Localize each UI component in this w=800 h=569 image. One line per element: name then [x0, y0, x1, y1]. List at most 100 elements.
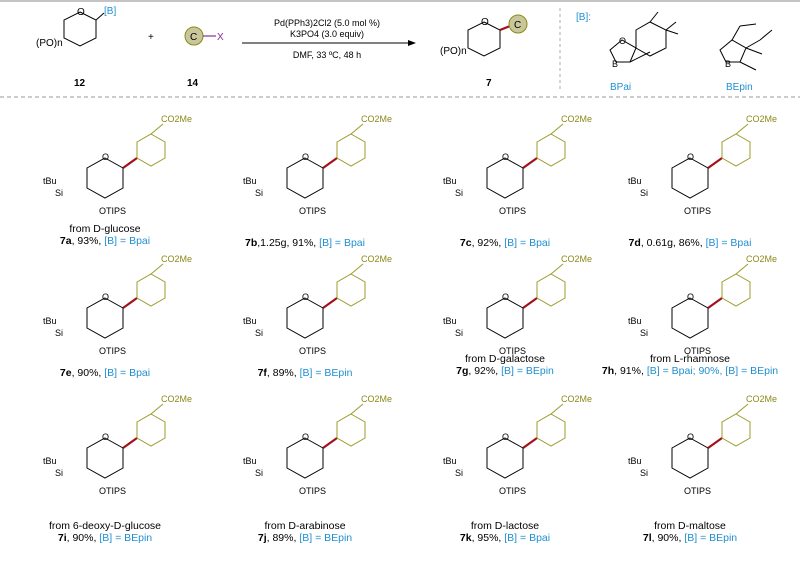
otips-group: OTIPS: [99, 206, 126, 216]
otips-group: OTIPS: [499, 346, 526, 356]
yield-line: 7e, 90%, [B] = Bpai: [15, 367, 195, 379]
yield-line: 7l, 90%, [B] = BEpin: [600, 532, 780, 544]
yield-line: 7c, 92%, [B] = Bpai: [415, 237, 595, 249]
tbu-group: tBu: [443, 456, 457, 466]
compound-number: 7l: [642, 532, 652, 544]
tbu-group: tBu: [243, 456, 257, 466]
compound-number: 7a: [59, 235, 72, 247]
source-sugar: from D-glucose: [69, 223, 141, 235]
source-sugar: from D-lactose: [470, 520, 540, 532]
ring-oxygen: O: [102, 152, 109, 162]
yield-text: , 95%,: [471, 532, 505, 544]
yield-line: 7i, 90%, [B] = BEpin: [15, 532, 195, 544]
boron-reagent-note: [B] = Bpai; 90%, [B] = BEpin: [646, 365, 779, 377]
boron-o-1: O: [619, 36, 626, 46]
tbu-group: tBu: [628, 316, 642, 326]
si-atom: Si: [455, 328, 463, 338]
ring-oxygen: O: [302, 432, 309, 442]
co2me-group: CO2Me: [361, 254, 392, 264]
otips-group: OTIPS: [499, 206, 526, 216]
co2me-group: CO2Me: [746, 114, 777, 124]
boron-reagent-note: [B] = Bpai: [504, 237, 551, 249]
boron-b-2: B: [725, 59, 731, 69]
boron-reagent-note: [B] = Bpai: [104, 367, 151, 379]
boron-tag: [B]: [104, 6, 116, 17]
compound-number: 7i: [57, 532, 67, 544]
yield-line: 7f, 89%, [B] = BEpin: [215, 367, 395, 379]
conditions-solvent: DMF, 33 ºC, 48 h: [293, 50, 361, 60]
yield-text: , 90%,: [651, 532, 685, 544]
co2me-group: CO2Me: [161, 394, 192, 404]
tbu-group: tBu: [43, 316, 57, 326]
boron-legend: [B]: O B BPai B BEpin: [576, 11, 773, 93]
otips-group: OTIPS: [99, 486, 126, 496]
yield-line: 7d, 0.61g, 86%, [B] = Bpai: [600, 237, 780, 249]
ring-oxygen: O: [302, 292, 309, 302]
tbu-group: tBu: [443, 176, 457, 186]
ring-oxygen: O: [502, 292, 509, 302]
plus-sign: +: [148, 32, 154, 43]
otips-group: OTIPS: [684, 206, 711, 216]
caption-7c: 7c, 92%, [B] = Bpai: [415, 237, 595, 249]
si-atom: Si: [55, 328, 63, 338]
compound-number: 7e: [59, 367, 72, 379]
yield-text: , 92%,: [471, 237, 505, 249]
co2me-group: CO2Me: [161, 254, 192, 264]
caption-7d: 7d, 0.61g, 86%, [B] = Bpai: [600, 237, 780, 249]
co2me-group: CO2Me: [561, 114, 592, 124]
otips-group: OTIPS: [299, 486, 326, 496]
yield-text: ,1.25g, 91%,: [257, 237, 320, 249]
compound-number: 7b: [245, 237, 258, 249]
si-atom: Si: [640, 188, 648, 198]
source-sugar: from 6-deoxy-D-glucose: [48, 520, 162, 532]
ring-oxygen: O: [481, 17, 489, 28]
boron-reagent-note: [B] = Bpai: [504, 532, 551, 544]
compound-number: 7h: [601, 365, 615, 377]
compound-number: 7d: [628, 237, 641, 249]
ring-oxygen: O: [687, 292, 694, 302]
boron-reagent-note: [B] = Bpai: [705, 237, 752, 249]
yield-text: , 90%,: [66, 532, 100, 544]
tbu-group: tBu: [243, 176, 257, 186]
si-atom: Si: [455, 468, 463, 478]
si-atom: Si: [55, 188, 63, 198]
yield-text: , 0.61g, 86%,: [640, 237, 706, 249]
boron-reagent-note: [B] = Bpai: [104, 235, 151, 247]
yield-text: , 90%,: [71, 367, 105, 379]
compound-7-label: 7: [486, 78, 492, 89]
yield-text: , 91%,: [614, 365, 647, 377]
tbu-group: tBu: [628, 176, 642, 186]
otips-group: OTIPS: [684, 486, 711, 496]
boron-reagent-note: [B] = Bpai: [319, 237, 365, 249]
source-sugar: from D-arabinose: [264, 520, 346, 532]
source-sugar: from D-maltose: [654, 520, 726, 532]
boron-reagent-note: [B] = BEpin: [299, 532, 353, 544]
tbu-group: tBu: [43, 456, 57, 466]
product-structures: OCO2MeOTIPStBuSiOCO2MeOTIPStBuSiOCO2MeOT…: [43, 114, 777, 496]
ring-oxygen: O: [102, 432, 109, 442]
conditions-catalyst: Pd(PPh3)2Cl2 (5.0 mol %): [274, 18, 380, 28]
compound-number: 7c: [459, 237, 472, 249]
co2me-group: CO2Me: [361, 394, 392, 404]
compound-14-label: 14: [187, 78, 199, 89]
product-7: O C (PO)n 7: [440, 14, 528, 89]
yield-line: 7g, 92%, [B] = BEpin: [415, 365, 595, 377]
co2me-group: CO2Me: [361, 114, 392, 124]
caption-7f: 7f, 89%, [B] = BEpin: [215, 367, 395, 379]
po-subscript-label: (PO)n: [36, 38, 63, 49]
ring-oxygen: O: [502, 152, 509, 162]
yield-text: , 92%,: [468, 365, 502, 377]
boron-legend-tag: [B]:: [576, 12, 591, 23]
bpai-label: BPai: [610, 82, 631, 93]
boron-reagent-note: [B] = BEpin: [99, 532, 153, 544]
ring-c-symbol: C: [190, 32, 197, 43]
